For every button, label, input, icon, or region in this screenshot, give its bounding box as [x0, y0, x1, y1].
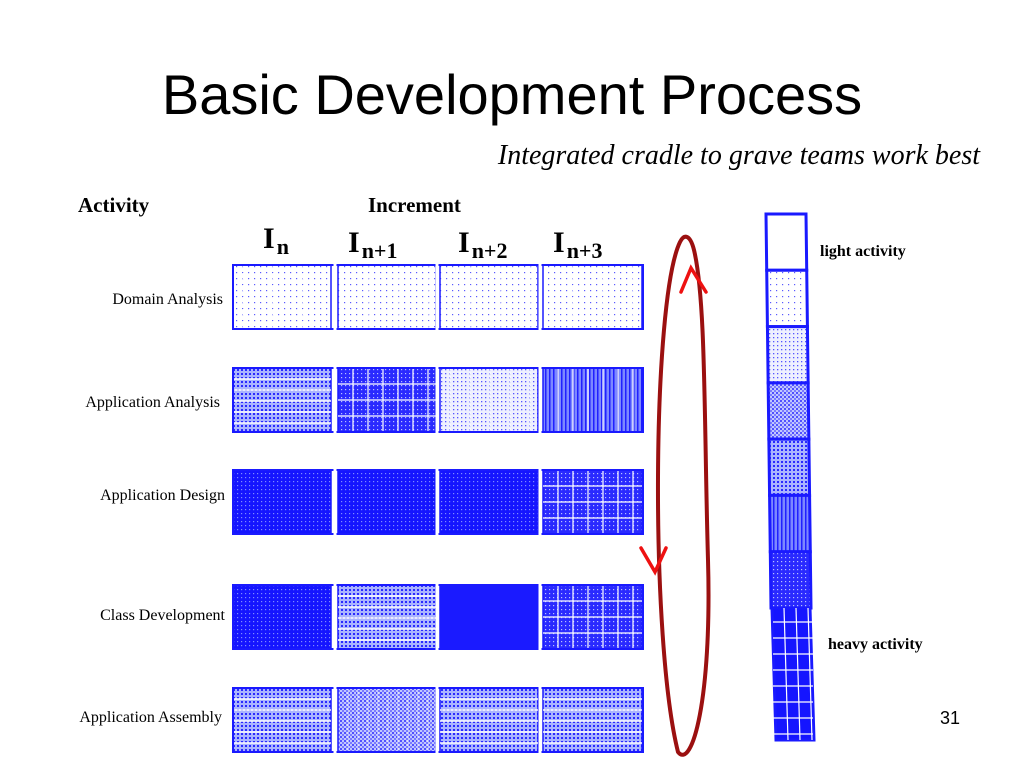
legend-light-label: light activity: [820, 243, 906, 260]
activity-cell: [439, 367, 539, 433]
legend-heavy-label: heavy activity: [828, 636, 923, 653]
legend-swatch: [767, 437, 812, 497]
legend-swatch: [765, 268, 809, 329]
increment-gap: [333, 687, 337, 753]
slide-subtitle: Integrated cradle to grave teams work be…: [497, 140, 980, 171]
increment-gap: [333, 584, 337, 650]
cell-overlay: [347, 688, 429, 752]
activity-label-class-development: Class Development: [100, 607, 225, 624]
legend-swatch: [768, 550, 813, 610]
increment-gap: [435, 687, 439, 753]
legend-swatch: [766, 381, 811, 441]
activity-cell: [439, 584, 539, 650]
iteration-cycle-loop: [655, 234, 711, 757]
legend-swatch: [768, 493, 812, 554]
activity-cell: [232, 469, 332, 535]
cell-overlay: [338, 595, 436, 641]
page-number: 31: [939, 708, 960, 728]
activity-cell: [337, 469, 437, 535]
cell-overlay: [543, 698, 642, 744]
cell-overlay: [557, 368, 634, 432]
activity-header: Activity: [78, 193, 150, 217]
cell-overlay: [440, 698, 538, 744]
activity-cell: [439, 264, 539, 330]
activity-cell: [232, 264, 332, 330]
activity-cell: [439, 469, 539, 535]
activity-cell: [337, 687, 437, 753]
cell-overlay: [552, 265, 634, 329]
increment-gap: [538, 687, 542, 753]
increment-gap: [333, 367, 337, 433]
legend-swatch: [765, 325, 810, 385]
activity-label-application-analysis: Application Analysis: [85, 394, 220, 411]
increment-gap: [333, 469, 337, 535]
increment-gap: [538, 264, 542, 330]
legend-swatch: [764, 212, 809, 272]
activity-cell: [542, 367, 643, 433]
cycle-arrow-down: [639, 546, 668, 576]
activity-cell: [232, 584, 332, 650]
increment-header: Increment: [368, 193, 461, 217]
activity-label-application-assembly: Application Assembly: [79, 709, 222, 726]
increment-label-1: In+1: [348, 226, 398, 263]
cell-overlay: [543, 470, 642, 534]
activity-label-domain-analysis: Domain Analysis: [112, 291, 223, 308]
cell-overlay: [233, 378, 331, 424]
increment-gap: [435, 469, 439, 535]
increment-label-0: In: [263, 222, 289, 259]
cell-overlay: [242, 265, 324, 329]
increment-label-3: In+3: [553, 226, 603, 263]
cell-overlay: [233, 698, 331, 744]
legend-swatch-heavy: [770, 606, 816, 742]
increment-gap: [538, 367, 542, 433]
increment-gap: [435, 367, 439, 433]
cell-overlay: [347, 265, 429, 329]
cell-overlay: [543, 585, 642, 649]
activity-cell: [337, 264, 437, 330]
slide-title: Basic Development Process: [161, 63, 863, 126]
increment-gap: [333, 264, 337, 330]
cell-overlay: [338, 368, 436, 432]
cell-overlay: [449, 368, 531, 432]
cycle-arrow-up: [679, 264, 708, 294]
increment-gap: [435, 264, 439, 330]
increment-gap: [435, 584, 439, 650]
cell-overlay: [449, 265, 531, 329]
increment-gap: [538, 584, 542, 650]
activity-label-application-design: Application Design: [100, 487, 225, 504]
increment-gap: [538, 469, 542, 535]
increment-label-2: In+2: [458, 226, 508, 263]
